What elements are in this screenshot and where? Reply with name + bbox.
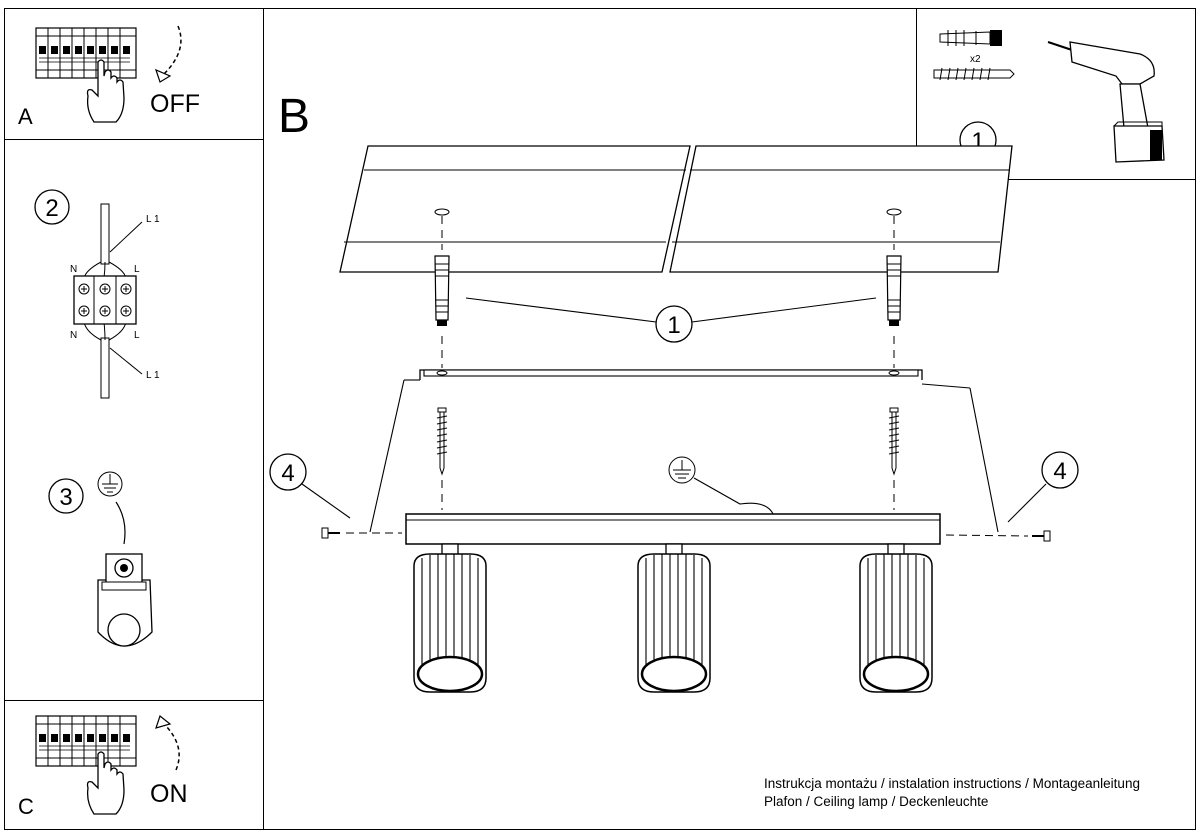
panel-a-state: OFF xyxy=(150,90,200,118)
panel-c-letter: C xyxy=(18,794,34,819)
breaker-switch-icon xyxy=(35,715,137,767)
wire-label-n-top: N xyxy=(70,264,77,275)
panel-a-letter: A xyxy=(18,104,33,129)
side-screw-right-icon xyxy=(945,530,1051,542)
side-screw-left-icon xyxy=(321,527,402,539)
mounting-bracket xyxy=(369,369,999,533)
step-3-label: 3 xyxy=(59,484,72,511)
breaker-switch-icon xyxy=(35,27,137,79)
step-1-circle xyxy=(655,305,693,343)
panel-b-letter: B xyxy=(278,90,310,143)
curved-arrow-icon xyxy=(155,25,182,83)
curved-arrow-icon xyxy=(155,714,180,771)
step-4-left-circle xyxy=(269,453,307,491)
ceiling-plate xyxy=(339,145,1013,273)
drill-icon xyxy=(1047,41,1165,163)
quantity-label: x2 xyxy=(970,54,981,65)
wire-label-l-top: L xyxy=(134,264,140,275)
ground-wire xyxy=(115,501,126,545)
spotlight-icon xyxy=(858,542,934,694)
terminal-block-icon xyxy=(73,203,143,399)
leader-line xyxy=(691,297,877,323)
leader-line xyxy=(465,297,657,323)
alignment-lines xyxy=(441,216,895,510)
wire-label-l1-top: L 1 xyxy=(146,214,160,225)
wire-label-n-bottom: N xyxy=(70,330,77,341)
wall-plug-icon xyxy=(434,255,450,327)
step-2-label: 2 xyxy=(45,195,58,222)
wall-plug-icon xyxy=(886,255,902,327)
leader-line xyxy=(301,483,351,519)
footer-caption: Instrukcja montażu / instalation instruc… xyxy=(764,775,1140,811)
footer-line-1: Instrukcja montażu / instalation instruc… xyxy=(764,776,1140,791)
step-4-right-circle xyxy=(1041,451,1079,489)
step-1-label: 1 xyxy=(667,312,680,339)
ground-wire xyxy=(693,477,775,517)
step-3-circle xyxy=(48,478,84,514)
step-4-right-label: 4 xyxy=(1053,458,1066,485)
earth-ground-icon xyxy=(668,456,696,484)
leader-line xyxy=(1007,483,1047,523)
wire-label-l1-bottom: L 1 xyxy=(146,370,160,381)
screw-icon xyxy=(436,407,448,475)
spotlight-icon xyxy=(412,542,488,694)
step-4-left-label: 4 xyxy=(281,460,294,487)
wall-plug-icon xyxy=(939,30,1002,46)
ground-terminal-icon xyxy=(97,553,153,647)
screw-icon xyxy=(933,67,1015,81)
spotlight-icon xyxy=(636,542,712,694)
screw-icon xyxy=(888,407,900,475)
earth-ground-icon xyxy=(97,471,123,497)
panel-c-state: ON xyxy=(150,780,188,808)
step-2-circle xyxy=(34,189,70,225)
wire-label-l-bottom: L xyxy=(134,330,140,341)
lamp-base-bar xyxy=(405,513,941,545)
footer-line-2: Plafon / Ceiling lamp / Deckenleuchte xyxy=(764,794,989,809)
